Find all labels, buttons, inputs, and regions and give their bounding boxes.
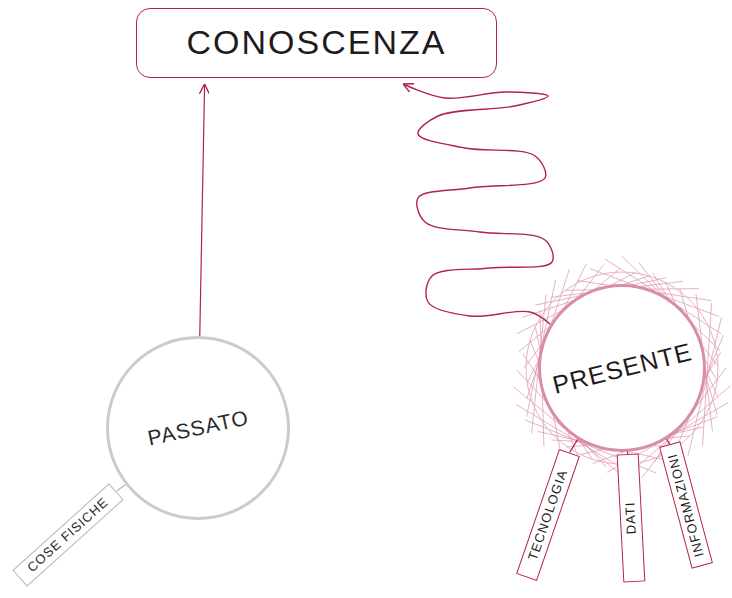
past-circle: PASSATO: [106, 336, 290, 520]
tag-label: TECNOLOGIA: [516, 449, 580, 581]
spirograph-star: [514, 256, 731, 478]
connector: [200, 84, 205, 336]
tag-label: DATI: [617, 454, 646, 583]
tag-label: COSE FISICHE: [12, 483, 123, 586]
tag-text: TECNOLOGIA: [525, 468, 570, 563]
text-block: TECNOLOGIA: [517, 450, 578, 579]
text-block: CONOSCENZA: [137, 9, 496, 77]
tag-text: INFORMAZIONI: [665, 452, 707, 559]
spirograph-ring: [526, 272, 718, 464]
tag-label: INFORMAZIONI: [659, 441, 713, 568]
circle-shape: [540, 286, 705, 451]
concept-box: CONOSCENZA: [136, 8, 497, 78]
present-circle: PRESENTE: [538, 284, 706, 452]
tag-string: [116, 484, 125, 491]
tag-string: [569, 439, 577, 452]
text-block: INFORMAZIONI: [660, 443, 711, 568]
tag-text: COSE FISICHE: [24, 495, 111, 576]
connector: [403, 84, 553, 324]
text-block: COSE FISICHE: [14, 485, 123, 586]
text-block: DATI: [618, 455, 645, 582]
tag-text: DATI: [623, 501, 640, 534]
circle-shape: [108, 338, 289, 519]
box-title: CONOSCENZA: [187, 23, 447, 62]
